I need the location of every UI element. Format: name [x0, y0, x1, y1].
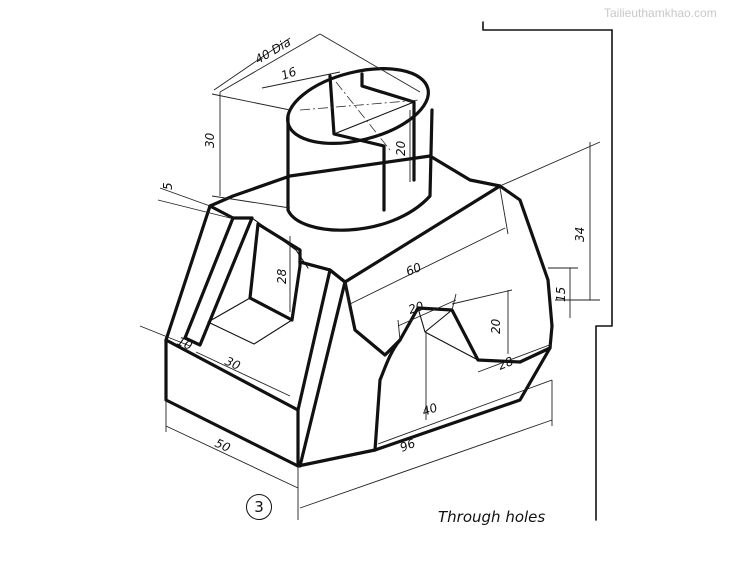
dim-16: 16 — [279, 64, 298, 83]
dim-10: 10 — [175, 334, 195, 353]
dimension-lines — [139, 33, 601, 520]
body-outline — [164, 154, 554, 468]
dim-34: 34 — [573, 227, 587, 242]
dim-30-pocket: 30 — [223, 354, 243, 373]
dim-40: 40 — [420, 400, 439, 419]
dim-30: 30 — [203, 132, 217, 148]
dim-40-dia: 40 Dia — [253, 35, 294, 67]
dim-60: 60 — [404, 260, 424, 279]
cylinder — [286, 67, 434, 232]
figure-number: 3 — [246, 494, 272, 520]
dim-20-slot: 20 — [394, 140, 408, 156]
dim-28-pocket: 28 — [275, 268, 289, 284]
dim-50: 50 — [213, 436, 233, 455]
caption-through-holes: Through holes — [438, 508, 546, 526]
dim-20-notch-height: 20 — [489, 318, 503, 334]
watermark-text: Tailieuthamkhao.com — [604, 6, 717, 20]
dim-96: 96 — [398, 436, 418, 455]
sheet-border — [482, 21, 613, 521]
dim-20-notch-width: 20 — [407, 299, 426, 317]
dim-28-step: 28 — [496, 354, 516, 373]
dim-5: 5 — [161, 182, 175, 190]
dim-15: 15 — [554, 287, 568, 302]
